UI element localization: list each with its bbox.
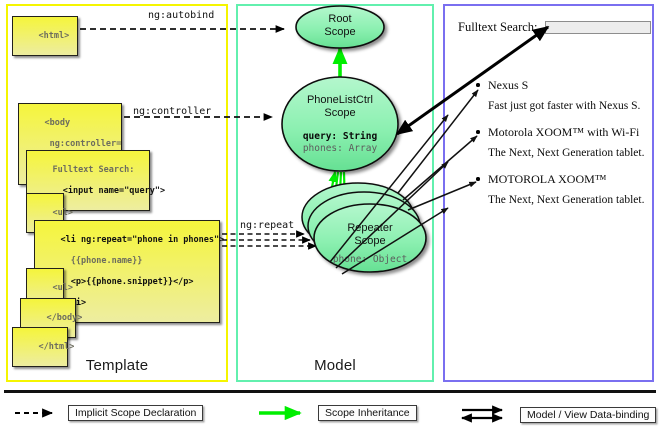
legend-label: Scope Inheritance xyxy=(318,405,417,421)
legend-item-model-view-data-binding: Model / View Data-binding xyxy=(460,405,657,425)
code-box-html-close: </html> xyxy=(12,327,74,367)
code-line: </html> xyxy=(38,341,75,352)
label-ng-repeat: ng:repeat xyxy=(240,220,295,231)
list-item[interactable]: MOTOROLA XOOM™ The Next, Next Generation… xyxy=(473,172,653,207)
view-search-row: Fulltext Search: xyxy=(458,20,651,35)
legend: Implicit Scope Declaration Scope Inherit… xyxy=(0,398,660,435)
code-line: <html> xyxy=(38,30,70,41)
dashed-arrow-icon xyxy=(15,408,54,418)
code-line: <li ng:repeat="phone in phones"> xyxy=(60,234,225,245)
code-line: ng:controller= xyxy=(44,138,122,149)
code-line: Fulltext Search: xyxy=(52,164,135,175)
template-panel-label: Template xyxy=(85,357,149,374)
view-content: Fulltext Search: Nexus S Fast just got f… xyxy=(445,6,652,380)
list-item-title: MOTOROLA XOOM™ xyxy=(473,172,653,186)
model-panel: Model xyxy=(236,4,434,382)
view-search-input[interactable] xyxy=(544,21,651,34)
list-item-desc: The Next, Next Generation tablet. xyxy=(488,147,645,159)
view-phone-list: Nexus S Fast just got faster with Nexus … xyxy=(473,78,653,219)
list-item[interactable]: Motorola XOOM™ with Wi-Fi The Next, Next… xyxy=(473,125,653,160)
legend-item-scope-inheritance: Scope Inheritance xyxy=(258,405,417,421)
code-line: </body> xyxy=(46,312,83,323)
green-arrow-icon xyxy=(259,406,302,420)
code-line: {{phone.name}} xyxy=(60,255,143,266)
code-line: <ul> xyxy=(52,282,73,293)
code-box-li-repeat: <li ng:repeat="phone in phones"> {{phone… xyxy=(34,220,224,323)
code-line: <input name="query"> xyxy=(52,185,166,196)
legend-label: Implicit Scope Declaration xyxy=(68,405,204,421)
double-arrow-icon xyxy=(460,405,504,423)
label-ng-autobind: ng:autobind xyxy=(148,10,215,21)
code-line: <ul> xyxy=(52,207,73,218)
legend-divider xyxy=(4,390,656,393)
list-item[interactable]: Nexus S Fast just got faster with Nexus … xyxy=(473,78,653,113)
code-box-html-open: <html> xyxy=(12,16,78,56)
label-ng-controller: ng:controller xyxy=(133,106,212,117)
legend-item-implicit-scope-declaration: Implicit Scope Declaration xyxy=(14,405,204,421)
code-line: <p>{{phone.snippet}}</p> xyxy=(60,276,194,287)
legend-label: Model / View Data-binding xyxy=(520,407,657,423)
list-item-title: Motorola XOOM™ with Wi-Fi xyxy=(473,125,653,139)
list-item-desc: The Next, Next Generation tablet. xyxy=(488,194,645,206)
view-search-label: Fulltext Search: xyxy=(458,20,538,34)
code-line: <body xyxy=(44,117,71,128)
model-panel-label: Model xyxy=(314,357,356,374)
list-item-title: Nexus S xyxy=(473,78,653,92)
view-panel: Fulltext Search: Nexus S Fast just got f… xyxy=(443,4,654,382)
list-item-desc: Fast just got faster with Nexus S. xyxy=(488,100,641,112)
